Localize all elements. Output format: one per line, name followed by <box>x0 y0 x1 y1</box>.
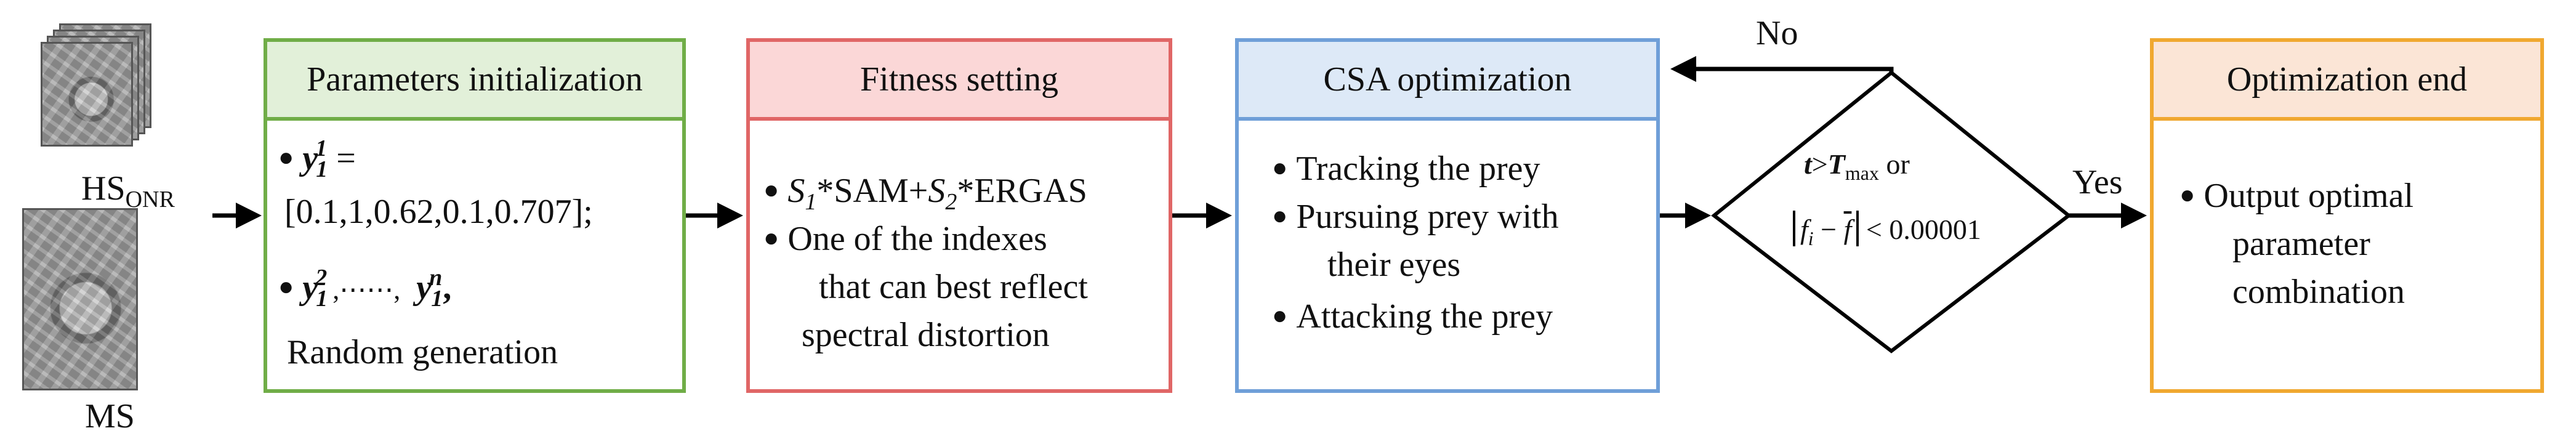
csa-optimization-title: CSA optimization <box>1239 42 1656 121</box>
f-symbol: f <box>1800 214 1808 245</box>
csa-optimization-box: CSA optimization <box>1235 38 1660 393</box>
bullet: ● <box>278 273 294 301</box>
fitness-setting-box: Fitness setting <box>746 38 1172 393</box>
sub-1: 1 <box>316 156 328 182</box>
no-label: No <box>1756 14 1798 52</box>
T-symbol: T <box>1827 148 1845 180</box>
ms-image-tile <box>22 208 138 390</box>
fitness-item2-text1: One of the indexes <box>787 220 1047 258</box>
s2-symbol: S <box>928 172 946 210</box>
bullet: ● <box>1272 302 1288 330</box>
sub-1: 1 <box>431 286 443 312</box>
sup-1: 1 <box>315 135 328 161</box>
sub-1: 1 <box>316 286 328 312</box>
optimization-end-title: Optimization end <box>2154 42 2540 121</box>
bullet: ● <box>2180 181 2196 209</box>
abs-left <box>1793 211 1795 246</box>
decision-cond2: fi − f < 0.00001 <box>1793 211 1981 248</box>
hs-image-stack <box>38 23 161 159</box>
fitness-item2-line3: spectral distortion <box>802 316 1050 354</box>
end-line1: ● Output optimal <box>2180 179 2413 213</box>
csa-item-pursuing-cont: their eyes <box>1327 246 1461 284</box>
hs-label-sub: ONR <box>125 187 175 212</box>
y-symbol: y <box>302 139 318 177</box>
param-initial-values: [0.1,1,0.62,0.1,0.707]; <box>284 193 593 231</box>
s1-sub: 1 <box>805 189 817 215</box>
fitness-mid: *SAM+ <box>816 172 928 210</box>
fitness-item2-line2: that can best reflect <box>819 268 1088 306</box>
arrow-no-loop <box>1670 56 1894 82</box>
end-line3: combination <box>2232 273 2405 311</box>
bullet: ● <box>1272 202 1288 230</box>
y-symbol: y <box>416 268 432 307</box>
bullet: ● <box>1272 154 1288 182</box>
or: or <box>1878 148 1910 180</box>
decision-cond1: t>Tmax or <box>1804 148 1910 184</box>
T-sub: max <box>1845 162 1879 184</box>
bullet: ● <box>763 224 779 252</box>
csa-item3-text: Attacking the prey <box>1296 297 1553 336</box>
s2-sub: 2 <box>945 189 957 215</box>
hs-label-main: HS <box>81 169 126 208</box>
bullet: ● <box>278 143 294 172</box>
threshold: < 0.00001 <box>1859 214 1981 245</box>
hs-onr-label: HSONR <box>81 171 175 211</box>
end-line1-text: Output optimal <box>2204 177 2414 215</box>
f-sub: i <box>1808 227 1814 249</box>
sup-n: n <box>429 265 443 291</box>
f-bar-symbol: f <box>1843 214 1852 245</box>
optimization-end-box: Optimization end <box>2150 38 2544 393</box>
csa-item-attacking: ● Attacking the prey <box>1272 299 1553 334</box>
sup-2: 2 <box>315 265 328 291</box>
ms-image <box>22 208 145 393</box>
decision-diamond <box>1711 70 2072 353</box>
minus: − <box>1813 214 1844 245</box>
csa-item-pursuing: ● Pursuing prey with <box>1272 200 1559 234</box>
fitness-setting-title: Fitness setting <box>750 42 1169 121</box>
equals: = <box>328 139 356 177</box>
comma: , <box>443 268 452 307</box>
csa-item2-text1: Pursuing prey with <box>1296 198 1559 236</box>
param-random-generation: Random generation <box>287 333 558 371</box>
csa-item-tracking: ● Tracking the prey <box>1272 151 1540 186</box>
bullet: ● <box>763 176 779 204</box>
t-symbol: t <box>1804 148 1812 180</box>
csa-item1-text: Tracking the prey <box>1296 150 1540 188</box>
s1-symbol: S <box>787 172 805 210</box>
fitness-end: *ERGAS <box>957 172 1087 210</box>
ellipsis: ,⋯⋯, <box>332 275 401 305</box>
fitness-item2-line1: ● One of the indexes <box>763 222 1047 256</box>
param-line-y11: ● y11 = <box>278 137 356 181</box>
hs-image-layer <box>41 42 133 147</box>
abs-right <box>1856 211 1859 246</box>
param-line-population: ●y21,⋯⋯,yn1, <box>278 266 451 310</box>
fitness-formula: ●S1*SAM+S2*ERGAS <box>763 174 1087 214</box>
parameters-initialization-title: Parameters initialization <box>267 42 682 121</box>
parameters-initialization-box: Parameters initialization <box>264 38 686 393</box>
yes-label: Yes <box>2072 163 2123 201</box>
gt: > <box>1811 148 1828 180</box>
y-symbol: y <box>302 268 318 307</box>
end-line2: parameter <box>2232 225 2370 263</box>
ms-label: MS <box>85 397 135 435</box>
